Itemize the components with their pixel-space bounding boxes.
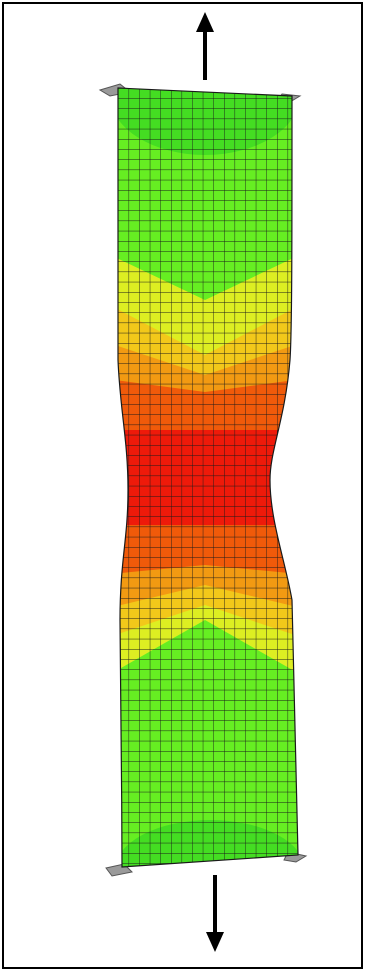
arrow-up-icon: [196, 12, 214, 80]
arrow-down-icon: [206, 875, 224, 952]
specimen-body: [118, 88, 298, 867]
finite-element-mesh: [118, 88, 298, 867]
